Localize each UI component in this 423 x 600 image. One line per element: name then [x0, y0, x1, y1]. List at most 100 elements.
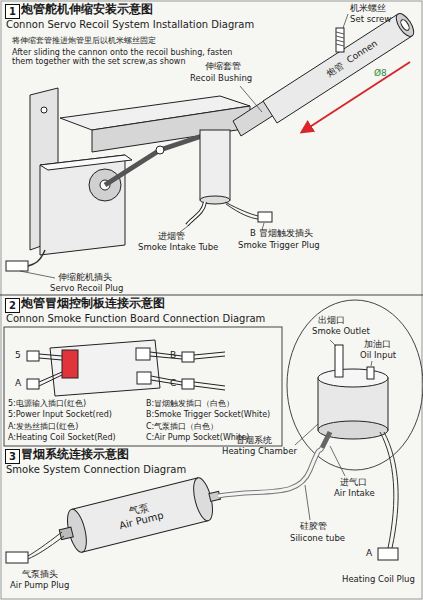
heating-chamber — [380, 432, 398, 548]
part-label: 进气口 — [340, 478, 367, 488]
pin-label: A — [366, 548, 372, 558]
part-label: 机米螺丝 — [350, 4, 386, 14]
section-heading: 炮管舵机伸缩安装示意图 — [21, 3, 153, 17]
part-label: 硅胶管 — [300, 522, 327, 532]
part-label: Air Pump Plug — [10, 581, 69, 591]
node-text: 2 — [9, 300, 16, 311]
step-badge: 3 — [5, 449, 20, 464]
part-label: Recoil Bushing — [190, 74, 252, 84]
socket-note: B:冒烟触发插口（白色） — [146, 399, 234, 408]
section-subheading: Connon Servo Recoil System Installation … — [6, 19, 254, 31]
servo — [40, 155, 125, 255]
section-heading: 炮管冒烟控制板连接示意图 — [21, 297, 165, 311]
node-text: Connen — [345, 39, 379, 66]
smoke-unit — [187, 130, 272, 225]
cannon-tube — [233, 11, 417, 136]
heating-chamber — [318, 369, 388, 387]
leader-lines — [330, 340, 336, 346]
part-label: 出烟口 — [318, 316, 345, 326]
part-label: Smoke Trigger Plug — [238, 241, 320, 251]
part-label: Set screw — [350, 15, 391, 25]
leader-lines — [305, 485, 310, 520]
cannon-tube — [336, 28, 344, 52]
smoke-unit — [187, 202, 205, 225]
part-label: Air Intake — [334, 489, 375, 499]
control-board — [150, 352, 182, 385]
leader-lines — [240, 86, 262, 112]
section-subheading: Smoke System Connection Diagram — [6, 464, 186, 476]
socket-note: A:发热丝插口(红色) — [8, 422, 78, 431]
part-label: Heating Chamber — [222, 447, 297, 457]
control-board — [27, 351, 39, 361]
pump-wire — [28, 532, 64, 559]
cannon-tube — [393, 11, 417, 39]
socket-note: C:Air Pump Socket(White) — [146, 433, 249, 442]
smoke-unit — [258, 212, 272, 222]
part-label: Servo Recoil Plug — [50, 284, 123, 294]
part-label: 进烟管 — [158, 232, 185, 242]
socket-note: C:气泵插口（白色） — [146, 422, 218, 431]
cannon-tube — [263, 14, 412, 123]
part-label: Smoke Intake Tube — [138, 243, 218, 253]
control-board — [27, 379, 39, 389]
chamber-frame — [287, 300, 423, 470]
part-label: 加油口 — [364, 340, 391, 350]
leader-lines — [20, 271, 55, 278]
control-board — [27, 340, 225, 396]
pin-label: C — [170, 378, 176, 388]
board-frame — [4, 327, 282, 446]
heating-chamber — [367, 367, 374, 379]
part-label: 伸缩套管 — [205, 62, 241, 72]
pin-label: A — [15, 378, 21, 388]
smoke-unit — [200, 130, 230, 200]
part-label: Heating Coil Plug — [342, 575, 415, 585]
leader-lines — [295, 424, 318, 445]
silicone-tube — [218, 448, 322, 496]
socket-note: 5:Power Input Socket(red) — [8, 410, 112, 419]
section-heading: 冒烟系统连接示意图 — [21, 448, 129, 462]
heating-chamber — [378, 548, 398, 560]
smoke-unit — [225, 202, 258, 219]
silicone-tube — [218, 448, 322, 496]
socket-note: A:Heating Coil Socket(Red) — [8, 433, 116, 442]
node-text: 1 — [9, 6, 16, 17]
part-label: Smoke Outlet — [312, 327, 370, 337]
section-subheading: Connon Smoke Function Board Connection D… — [6, 313, 265, 325]
step-badge: 2 — [5, 298, 20, 313]
cannon-tube — [399, 18, 411, 31]
socket-note: 5:电源输入插口(红色) — [8, 399, 86, 408]
note: 将伸缩套管推进炮管里后以机米螺丝固定 — [12, 36, 156, 45]
air-pump — [72, 478, 209, 552]
cannon-tube — [336, 32, 344, 46]
servo — [105, 135, 205, 185]
pin-label: 5 — [15, 350, 21, 360]
control-board — [62, 350, 78, 378]
pump-plug — [6, 552, 28, 563]
leader-lines — [330, 446, 345, 476]
part-label: Oil Input — [360, 351, 396, 361]
part-label: 伸缩舵机插头 — [58, 273, 112, 283]
pin-label: B — [170, 350, 176, 360]
servo — [156, 146, 164, 154]
section-divider — [0, 295, 423, 296]
part-label: Silicone tube — [290, 534, 345, 544]
leader-lines — [371, 361, 372, 366]
servo — [40, 155, 132, 170]
servo — [28, 250, 45, 266]
step-badge: 1 — [5, 4, 20, 19]
node-text: 3 — [9, 451, 16, 462]
servo — [6, 261, 28, 271]
control-board — [137, 372, 151, 384]
control-board — [136, 348, 150, 360]
control-board — [194, 352, 225, 390]
smoke-unit — [187, 202, 205, 225]
control-board — [182, 352, 194, 362]
air-pump — [55, 474, 225, 556]
mount-plate — [41, 107, 47, 113]
socket-note: B:Smoke Trigger Socket(White) — [146, 410, 270, 419]
heating-chamber — [335, 345, 343, 377]
control-board — [39, 354, 62, 386]
slide-arrow — [302, 62, 410, 132]
part-label: 气泵插头 — [22, 570, 58, 580]
